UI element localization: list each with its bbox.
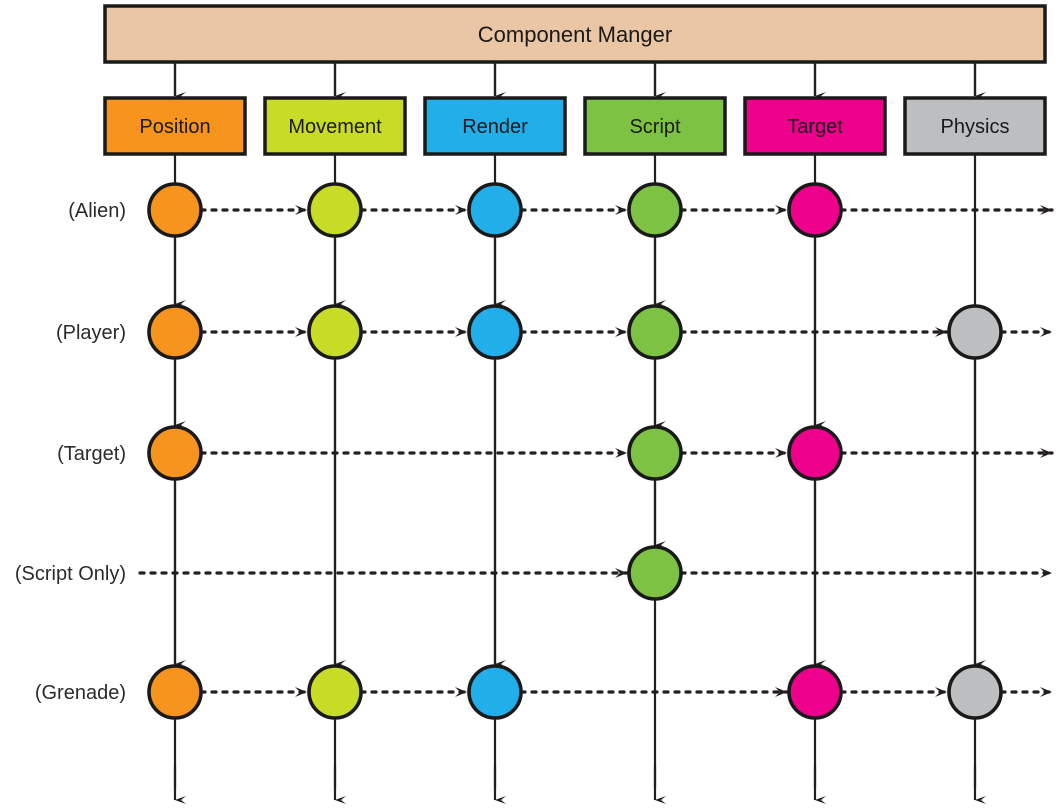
node-grenade-movement[interactable] (307, 664, 363, 720)
node-alien-render[interactable] (467, 182, 523, 238)
column-header-movement[interactable] (263, 96, 407, 156)
column-header-position[interactable] (103, 96, 247, 156)
column-header-label-movement: Movement (288, 116, 382, 138)
component-manager-box (103, 4, 1047, 64)
column-header-label-target: Target (787, 116, 843, 138)
column-header-label-physics: Physics (941, 116, 1010, 138)
node-grenade-target[interactable] (787, 664, 843, 720)
node-player-render[interactable] (467, 304, 523, 360)
column-header-target[interactable] (743, 96, 887, 156)
column-header-physics[interactable] (903, 96, 1047, 156)
node-grenade-physics[interactable] (947, 664, 1003, 720)
node-target-position[interactable] (147, 425, 203, 481)
node-alien-script[interactable] (627, 182, 683, 238)
node-player-script[interactable] (627, 304, 683, 360)
row-label-script-only: (Script Only) (15, 563, 126, 585)
component-manager-label: Component Manger (478, 22, 672, 47)
node-player-position[interactable] (147, 304, 203, 360)
node-alien-position[interactable] (147, 182, 203, 238)
node-alien-target[interactable] (787, 182, 843, 238)
row-label-alien: (Alien) (68, 200, 126, 222)
column-header-render[interactable] (423, 96, 567, 156)
node-script-only-script[interactable] (627, 545, 683, 601)
row-label-grenade: (Grenade) (35, 682, 126, 704)
node-target-script[interactable] (627, 425, 683, 481)
column-header-script[interactable] (583, 96, 727, 156)
node-player-movement[interactable] (307, 304, 363, 360)
row-label-player: (Player) (56, 322, 126, 344)
column-header-label-script: Script (629, 116, 681, 138)
column-header-label-position: Position (139, 116, 210, 138)
column-header-label-render: Render (462, 116, 528, 138)
node-alien-movement[interactable] (307, 182, 363, 238)
node-player-physics[interactable] (947, 304, 1003, 360)
row-label-target: (Target) (57, 443, 126, 465)
node-target-target[interactable] (787, 425, 843, 481)
node-grenade-render[interactable] (467, 664, 523, 720)
node-grenade-position[interactable] (147, 664, 203, 720)
